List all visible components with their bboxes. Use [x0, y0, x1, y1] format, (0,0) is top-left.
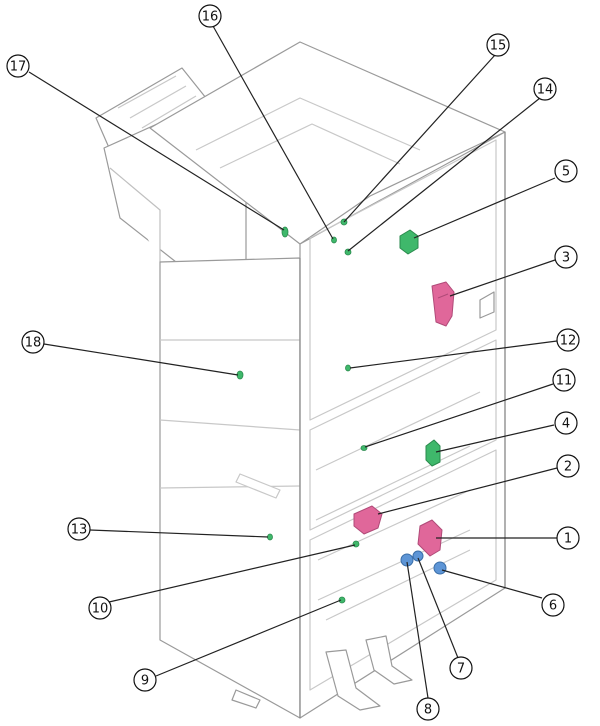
part-5-lever — [399, 229, 419, 255]
svg-text:2: 2 — [564, 460, 572, 475]
callout-16: 16 — [198, 4, 222, 28]
callout-6: 6 — [541, 593, 565, 617]
svg-text:5: 5 — [562, 165, 570, 180]
part-9-handle — [338, 596, 346, 604]
callout-15: 15 — [486, 33, 510, 57]
svg-text:8: 8 — [424, 703, 432, 718]
callout-4: 4 — [554, 411, 578, 435]
svg-text:11: 11 — [556, 374, 573, 389]
callout-13: 13 — [67, 517, 91, 541]
part-12-handle — [345, 364, 351, 372]
part-10-handle — [352, 540, 360, 548]
part-2-unit — [353, 505, 383, 535]
svg-text:18: 18 — [25, 336, 42, 351]
part-3-cover — [431, 281, 455, 327]
callout-9: 9 — [133, 668, 157, 692]
svg-text:16: 16 — [202, 10, 219, 25]
svg-text:12: 12 — [560, 334, 577, 349]
svg-text:9: 9 — [141, 674, 149, 689]
part-8-knob — [400, 553, 414, 567]
callout-7: 7 — [449, 656, 473, 680]
svg-text:1: 1 — [564, 532, 572, 547]
callouts: 17 16 15 14 5 3 12 18 — [6, 4, 580, 721]
svg-text:3: 3 — [562, 251, 570, 266]
part-1-lever — [417, 519, 443, 557]
printer-body — [95, 41, 506, 719]
highlighted-parts — [236, 218, 455, 604]
svg-text:17: 17 — [10, 60, 27, 75]
callout-3: 3 — [554, 245, 578, 269]
leader-lines — [28, 25, 558, 699]
callout-10: 10 — [88, 596, 112, 620]
part-17-handle — [281, 226, 289, 238]
callout-8: 8 — [416, 697, 440, 721]
callout-17: 17 — [6, 54, 30, 78]
svg-text:10: 10 — [92, 602, 109, 617]
callout-12: 12 — [556, 328, 580, 352]
callout-1: 1 — [556, 526, 580, 550]
callout-18: 18 — [21, 330, 45, 354]
callout-2: 2 — [556, 454, 580, 478]
svg-text:15: 15 — [490, 39, 507, 54]
svg-text:14: 14 — [537, 83, 554, 98]
callout-14: 14 — [533, 77, 557, 101]
svg-text:4: 4 — [562, 417, 570, 432]
part-7-knob — [412, 550, 424, 562]
part-13-handle — [267, 533, 273, 541]
svg-text:7: 7 — [457, 662, 465, 677]
callout-5: 5 — [554, 159, 578, 183]
callout-11: 11 — [552, 368, 576, 392]
part-4-clip — [425, 439, 441, 467]
part-6-knob — [433, 561, 447, 575]
svg-text:6: 6 — [549, 599, 557, 614]
svg-text:13: 13 — [71, 523, 88, 538]
